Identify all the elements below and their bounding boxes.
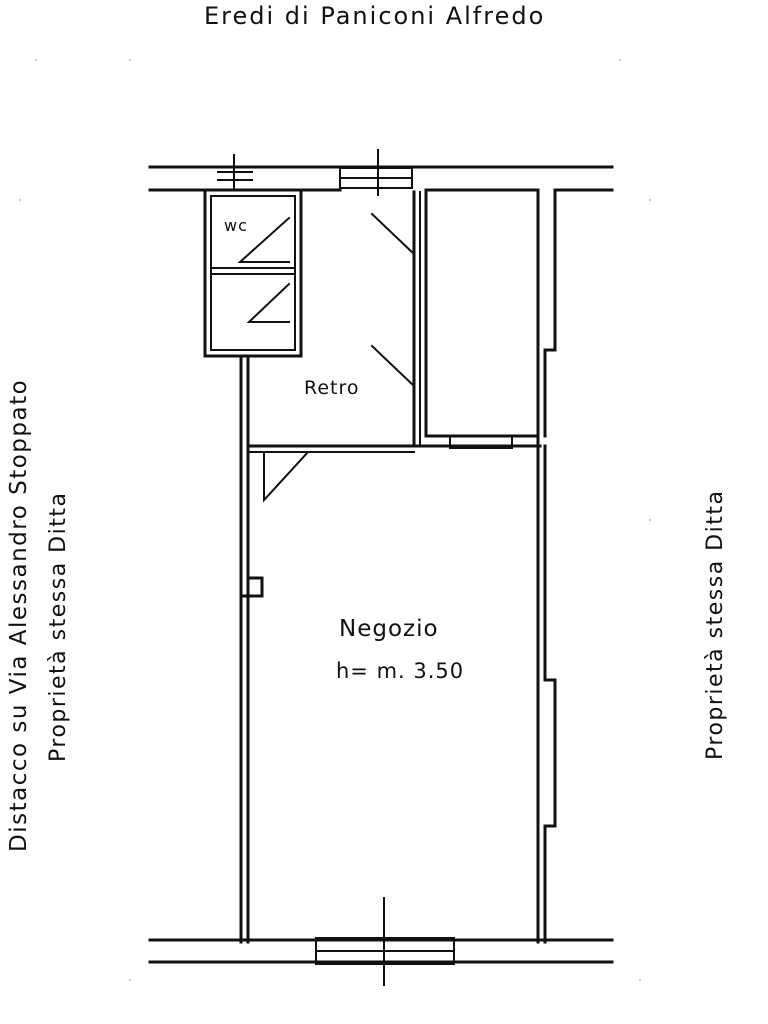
closet-walls [412,188,540,448]
room-label-negozio: Negozio [339,616,439,642]
shop-walls [239,188,557,944]
neighbor-top-label: Eredi di Paniconi Alfredo [204,2,546,30]
room-label-retro: Retro [304,377,360,399]
closet-door-swings [370,212,415,389]
paper-grid-dots [19,59,651,981]
closet-window [449,435,513,449]
right-owner-label: Proprietà stessa Ditta [703,489,728,760]
room-label-wc: wc [224,216,248,235]
bottom-boundary-wall [148,897,614,986]
left-street-label: Distacco su Via Alessandro Stoppato [6,378,32,852]
wc-block-walls [203,188,342,358]
top-window [217,149,413,196]
ceiling-height-label: h= m. 3.50 [336,659,465,683]
left-owner-label: Proprietà stessa Ditta [46,491,71,762]
shop-door-swing [263,450,310,503]
wc-door-swings [237,216,291,323]
